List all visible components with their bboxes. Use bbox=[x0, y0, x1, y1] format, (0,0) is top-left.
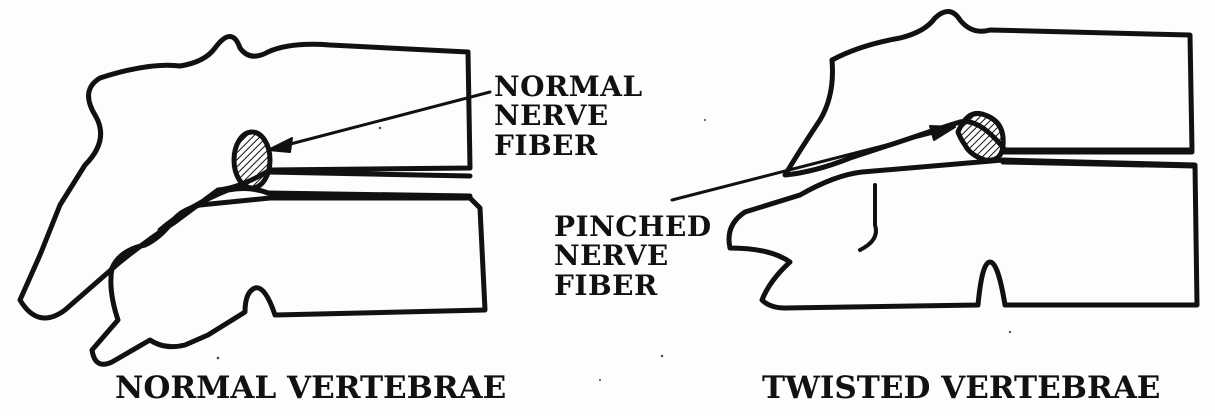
twisted-facet-joint bbox=[860, 185, 876, 250]
pinched-nerve-fiber bbox=[958, 113, 1003, 160]
normal-nerve-label-line-2: NERVE bbox=[494, 101, 643, 130]
pinched-nerve-label-line-1: PINCHED bbox=[554, 212, 712, 241]
normal-nerve-pointer bbox=[275, 92, 490, 148]
normal-disc-bottom bbox=[268, 193, 470, 196]
pinched-nerve-label-line-3: FIBER bbox=[554, 271, 712, 300]
normal-lower-vertebra bbox=[92, 198, 485, 364]
twisted-lower-vertebra bbox=[729, 160, 1197, 308]
pinched-nerve-arrowhead bbox=[930, 126, 955, 140]
normal-nerve-fiber-label: NORMAL NERVE FIBER bbox=[494, 72, 643, 160]
pinched-nerve-fiber-label: PINCHED NERVE FIBER bbox=[554, 212, 712, 300]
pinched-nerve-label-line-2: NERVE bbox=[554, 241, 712, 270]
normal-vertebrae-drawing bbox=[20, 37, 490, 365]
normal-nerve-arrowhead bbox=[268, 138, 292, 152]
twisted-vertebrae-drawing bbox=[672, 11, 1197, 308]
normal-disc-top bbox=[268, 172, 470, 176]
twisted-vertebrae-caption: TWISTED VERTEBRAE bbox=[762, 372, 1160, 405]
normal-nerve-label-line-3: FIBER bbox=[494, 131, 643, 160]
normal-vertebrae-caption: NORMAL VERTEBRAE bbox=[115, 372, 506, 405]
normal-nerve-label-line-1: NORMAL bbox=[494, 72, 643, 101]
normal-nerve-fiber bbox=[234, 132, 270, 188]
